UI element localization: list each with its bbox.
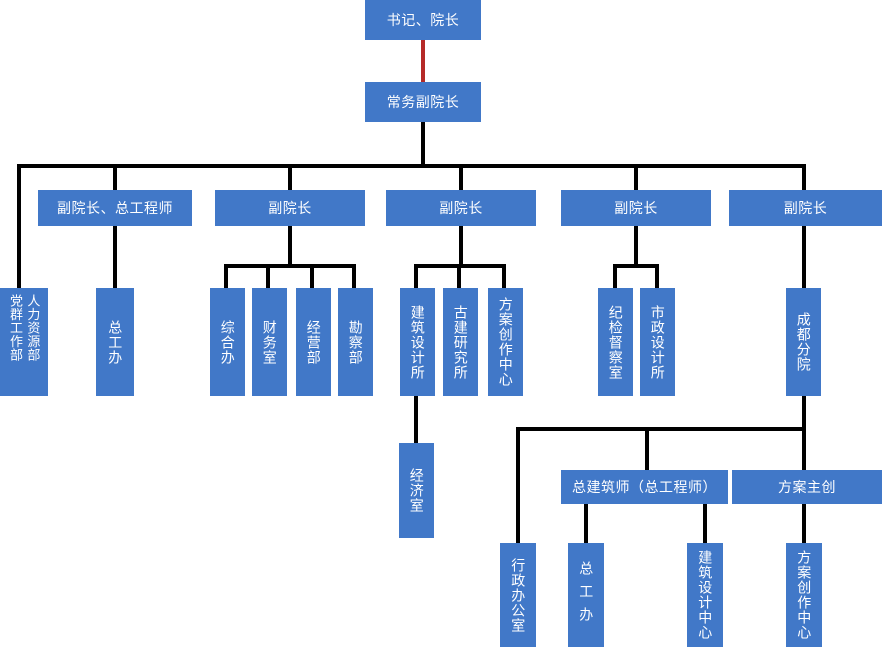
label-architectural-design-institute: 建筑设计所 [409, 304, 426, 380]
connector-vp4-branch-1 [613, 264, 617, 288]
connector-chengdu-stem [802, 395, 806, 430]
connector-bus-to-vp6 [802, 164, 806, 190]
node-administration-office[interactable]: 行政办公室 [500, 543, 536, 647]
connector-vp-bus [17, 164, 806, 168]
connector-vp5-to-chengdu [802, 226, 806, 288]
node-vice-president-3[interactable]: 副院长 [386, 190, 536, 226]
connector-chengdu-branch-scheme-lead [802, 427, 806, 470]
connector-bus-to-vp4 [459, 164, 463, 190]
node-chief-architect[interactable]: 总建筑师（总工程师） [561, 470, 728, 504]
connector-vp2-branch-1 [224, 264, 228, 288]
connector-scheme-lead-to-center [802, 504, 806, 543]
connector-jianzhu-to-jingji [414, 395, 418, 443]
node-ancient-architecture-research-institute[interactable]: 古建研究所 [443, 288, 478, 396]
label-survey-department: 勘察部 [347, 319, 364, 365]
label-party-affairs-department: 党群工作部 [8, 294, 23, 362]
label-discipline-inspection-office: 纪检督察室 [607, 304, 624, 380]
node-executive-vice-president[interactable]: 常务副院长 [365, 82, 481, 122]
connector-bus-to-vp3 [288, 164, 292, 190]
connector-vp2-branch-2 [266, 264, 270, 288]
vertical-text-columns: 人力资源部 党群工作部 [8, 294, 41, 390]
connector-chengdu-bus [516, 427, 806, 431]
node-chief-engineer-office-hq[interactable]: 总工办 [96, 288, 134, 396]
connector-chengdu-branch-admin [516, 427, 520, 543]
label-administration-office: 行政办公室 [510, 557, 527, 633]
node-scheme-creation-center-hq[interactable]: 方案创作中心 [488, 288, 523, 396]
node-scheme-lead[interactable]: 方案主创 [732, 470, 882, 504]
node-architectural-design-center[interactable]: 建筑设计中心 [687, 543, 723, 647]
node-survey-department[interactable]: 勘察部 [338, 288, 373, 396]
label-economics-office: 经济室 [408, 468, 425, 513]
node-vice-president-4[interactable]: 副院长 [561, 190, 711, 226]
node-hr-and-party-affairs[interactable]: 人力资源部 党群工作部 [0, 288, 48, 396]
label-chief-engineer-office-branch: 总工办 [578, 560, 595, 630]
connector-president-to-executive [421, 40, 425, 82]
node-general-affairs-office[interactable]: 综合办 [210, 288, 245, 396]
label-municipal-design-institute: 市政设计所 [649, 304, 666, 380]
label-general-affairs-office: 综合办 [219, 319, 236, 365]
node-scheme-creation-center-branch[interactable]: 方案创作中心 [786, 543, 822, 647]
connector-chief-architect-to-design-center [703, 504, 707, 543]
connector-vp2-branch-4 [352, 264, 356, 288]
connector-vp3-branch-1 [414, 264, 418, 288]
connector-vp1-to-zonggongban [113, 226, 117, 288]
connector-vp4-branch-2 [655, 264, 659, 288]
node-economics-office[interactable]: 经济室 [399, 443, 434, 538]
node-discipline-inspection-office[interactable]: 纪检督察室 [598, 288, 633, 396]
node-vice-president-5[interactable]: 副院长 [729, 190, 882, 226]
connector-bus-to-vp2 [113, 164, 117, 190]
connector-vp3-branch-3 [502, 264, 506, 288]
node-vice-president-2[interactable]: 副院长 [215, 190, 365, 226]
label-operations-department: 经营部 [305, 319, 322, 365]
label-scheme-creation-center-branch: 方案创作中心 [796, 550, 813, 640]
connector-vp4-stem [634, 226, 638, 266]
label-chengdu-branch: 成都分院 [795, 312, 812, 372]
node-finance-office[interactable]: 财务室 [252, 288, 287, 396]
connector-executive-stem [421, 122, 425, 164]
node-chengdu-branch[interactable]: 成都分院 [786, 288, 821, 396]
node-architectural-design-institute[interactable]: 建筑设计所 [400, 288, 435, 396]
connector-vp3-stem [459, 226, 463, 266]
label-hr-department: 人力资源部 [25, 294, 41, 362]
connector-chengdu-branch-chief-architect [645, 427, 649, 470]
node-municipal-design-institute[interactable]: 市政设计所 [640, 288, 675, 396]
connector-chief-architect-to-zonggongban [584, 504, 588, 543]
node-president[interactable]: 书记、院长 [365, 0, 481, 40]
connector-vp2-bus [224, 264, 356, 268]
node-chief-engineer-office-branch[interactable]: 总工办 [568, 543, 604, 647]
node-vice-president-chief-engineer[interactable]: 副院长、总工程师 [38, 190, 192, 226]
label-chief-engineer-office-hq: 总工办 [107, 319, 124, 365]
label-finance-office: 财务室 [261, 319, 278, 365]
connector-vp4-bus [613, 264, 659, 268]
label-architectural-design-center: 建筑设计中心 [697, 550, 714, 640]
connector-vp2-branch-3 [310, 264, 314, 288]
label-scheme-creation-center-hq: 方案创作中心 [497, 297, 514, 387]
connector-vp3-branch-2 [457, 264, 461, 288]
connector-vp2-stem [288, 226, 292, 266]
connector-bus-to-vp5 [634, 164, 638, 190]
label-ancient-architecture-research-institute: 古建研究所 [452, 304, 469, 380]
node-operations-department[interactable]: 经营部 [296, 288, 331, 396]
connector-bus-to-vp1 [17, 164, 21, 288]
